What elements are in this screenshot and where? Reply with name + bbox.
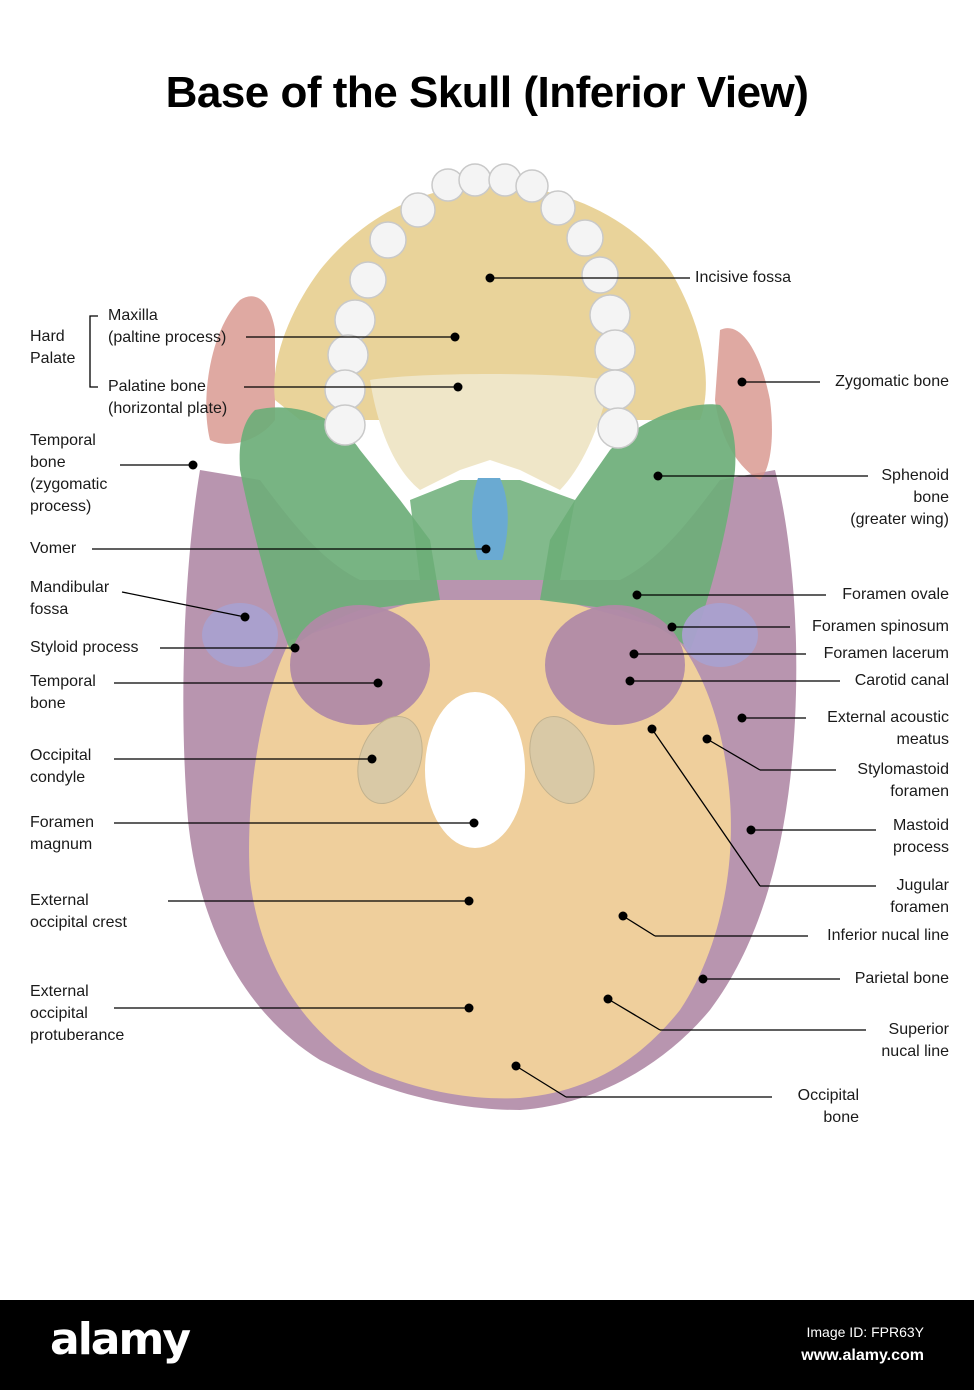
- label-parietal: Parietal bone: [854, 970, 949, 987]
- teeth: [324, 163, 639, 449]
- label-stylomastoid: Stylomastoid foramen: [857, 761, 949, 800]
- temporal-left-lump: [290, 605, 430, 725]
- mandibular-fossa-left: [202, 603, 278, 667]
- sphenoid-right: [540, 404, 736, 650]
- zygomatic-left: [206, 296, 275, 444]
- footer-bar: alamy Image ID: FPR63Y www.alamy.com: [0, 1300, 974, 1390]
- temporal-right-lump: [545, 605, 685, 725]
- label-ext-occipital-prot: External occipital protuberance: [30, 983, 125, 1044]
- condyle-right: [529, 715, 595, 805]
- label-palatine-bone: Palatine bone (horizontal plate): [108, 378, 228, 417]
- leader-dots: [188, 273, 756, 1071]
- label-temporal-zygomatic: Temporal bone (zygomatic process): [30, 432, 108, 515]
- page-title: Base of the Skull (Inferior View): [165, 68, 809, 117]
- label-foramen-spinosum: Foramen spinosum: [812, 618, 949, 635]
- label-occipital-condyle: Occipital condyle: [30, 747, 92, 786]
- label-mandibular-fossa: Mandibular fossa: [30, 579, 110, 618]
- label-foramen-lacerum: Foramen lacerum: [823, 645, 949, 662]
- label-vomer: Vomer: [30, 540, 77, 557]
- label-styloid-process: Styloid process: [30, 639, 139, 656]
- palatine-region: [370, 374, 610, 490]
- label-foramen-magnum: Foramen magnum: [30, 814, 95, 853]
- label-external-acoustic: External acoustic meatus: [827, 709, 949, 748]
- sphenoid-left: [239, 407, 440, 650]
- label-jugular: Jugular foramen: [890, 877, 949, 916]
- label-temporal-bone: Temporal bone: [30, 673, 96, 712]
- label-mastoid: Mastoid process: [892, 817, 949, 856]
- brand-logo[interactable]: alamy: [50, 1314, 191, 1365]
- vomer-region: [472, 478, 508, 560]
- mandibular-fossa-right: [682, 603, 758, 667]
- label-sphenoid: Sphenoid bone (greater wing): [850, 467, 949, 528]
- label-ext-occipital-crest: External occipital crest: [30, 892, 127, 931]
- leader-lines: [89, 277, 876, 1098]
- label-carotid-canal: Carotid canal: [854, 672, 949, 689]
- site-url[interactable]: www.alamy.com: [801, 1347, 924, 1364]
- foramen-magnum-shape: [425, 692, 525, 848]
- label-maxilla: Maxilla (paltine process): [108, 307, 227, 346]
- label-superior-nucal: Superior nucal line: [881, 1021, 949, 1060]
- skull-illustration: [89, 163, 876, 1110]
- image-id: Image ID: FPR63Y: [806, 1324, 925, 1340]
- label-incisive-fossa: Incisive fossa: [695, 269, 792, 286]
- label-inferior-nucal: Inferior nucal line: [827, 927, 949, 944]
- label-foramen-ovale: Foramen ovale: [842, 586, 949, 603]
- condyle-left: [357, 715, 423, 805]
- label-hard-palate: Hard Palate: [30, 328, 76, 367]
- label-occipital-bone: Occipital bone: [797, 1087, 859, 1126]
- label-zygomatic-bone: Zygomatic bone: [835, 373, 949, 390]
